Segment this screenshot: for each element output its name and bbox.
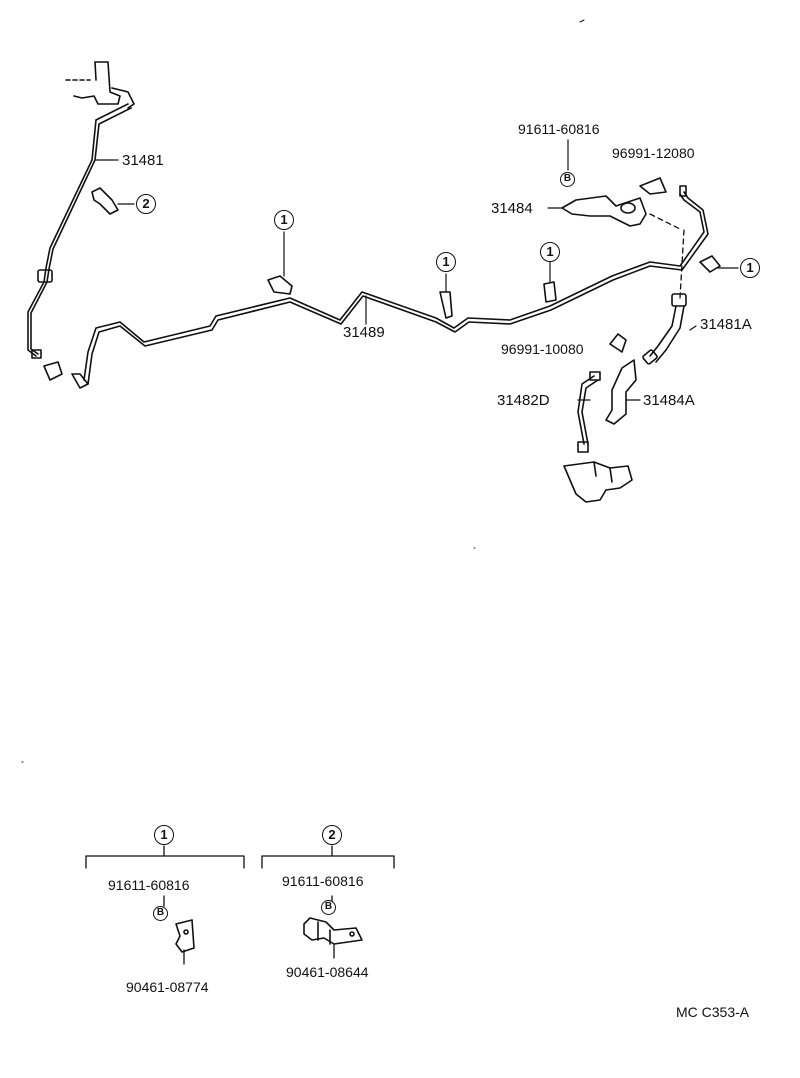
hose-31481A: [642, 293, 687, 365]
ref-mark-1: 1: [436, 252, 456, 272]
label-96991-10080: 96991-10080: [501, 341, 584, 357]
legend-brackets: [85, 845, 395, 965]
ref-mark-2: 2: [136, 194, 156, 214]
legend-1-clamp: 90461-08774: [126, 979, 209, 995]
clamp-90461-08774: [175, 919, 195, 953]
bracket-31484A: [605, 359, 637, 425]
tube-clips: [267, 275, 557, 319]
master-cylinder-fitting: [65, 61, 135, 109]
label-31482D: 31482D: [497, 392, 550, 409]
label-91611-60816-top: 91611-60816: [518, 121, 600, 137]
leader-lines: [95, 139, 739, 401]
label-31484: 31484: [491, 200, 533, 217]
legend-mark-1: 1: [154, 825, 174, 845]
legend-1-bolt-b: B: [153, 906, 168, 921]
legend-2-bolt-b: B: [321, 900, 336, 915]
bracket-31484: [561, 177, 667, 227]
dashed-guides: [649, 213, 685, 299]
bolt-b-mark: B: [560, 172, 575, 187]
tube-31482D: [577, 371, 601, 453]
ref-mark-1: 1: [740, 258, 760, 278]
legend-mark-2: 2: [322, 825, 342, 845]
rear-valve: [563, 461, 633, 503]
ref-mark-1: 1: [274, 210, 294, 230]
brake-tube-31481: [27, 103, 132, 359]
label-31481A: 31481A: [700, 316, 752, 333]
label-96991-12080: 96991-12080: [612, 145, 695, 161]
ref-mark-1: 1: [540, 242, 560, 262]
brake-tube-31489: [83, 185, 709, 385]
left-clips: [43, 361, 89, 389]
clamp-90461-08644: [303, 917, 363, 945]
label-31481: 31481: [122, 152, 164, 169]
drawing-code: MC C353-A: [676, 1004, 750, 1020]
legend-2-bolt: 91611-60816: [282, 873, 364, 889]
label-31484A: 31484A: [643, 392, 695, 409]
clip-96991-10080: [609, 333, 627, 353]
right-clip: [699, 255, 721, 273]
legend-1-bolt: 91611-60816: [108, 877, 190, 893]
legend-2-clamp: 90461-08644: [286, 964, 369, 980]
clamp-2-marker: [91, 187, 119, 215]
scan-dots: [21, 19, 585, 763]
label-31489: 31489: [343, 324, 385, 341]
